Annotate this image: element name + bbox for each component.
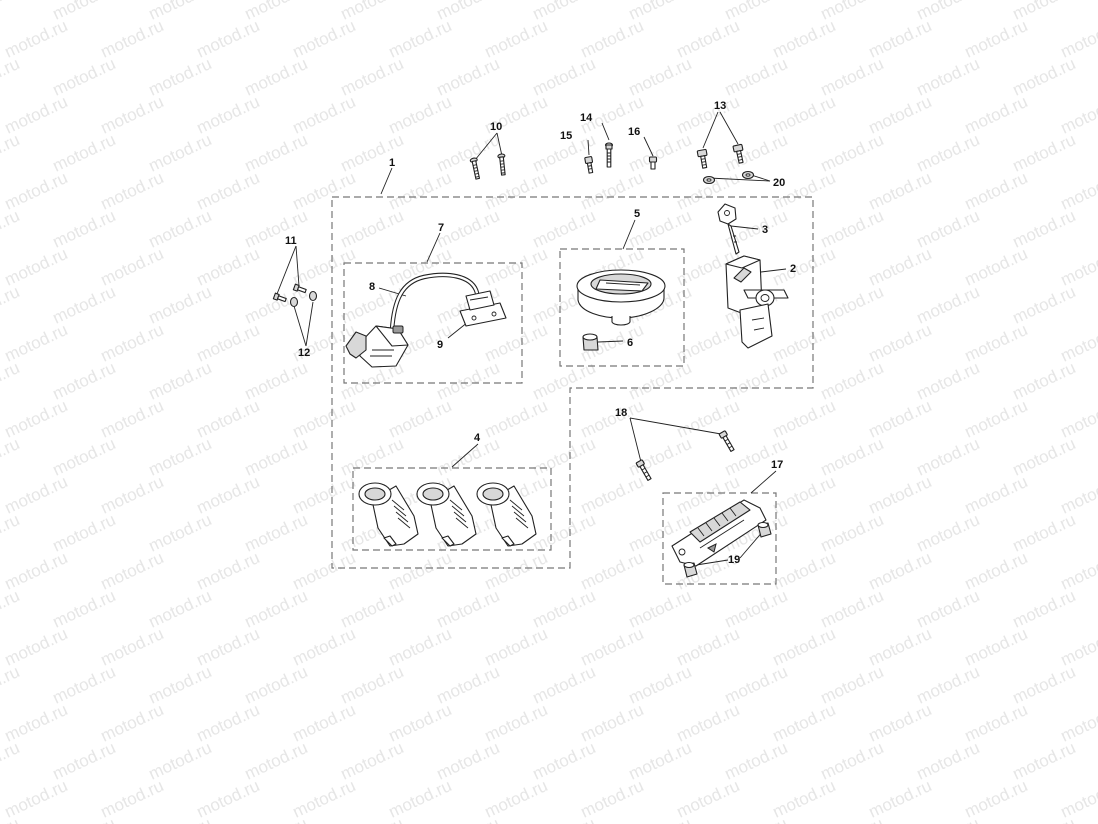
- callout-4: 4: [474, 432, 481, 444]
- screw-16: [648, 156, 658, 170]
- switch-body-8: [345, 325, 409, 368]
- watermark-text: motod.ru: [1058, 472, 1098, 518]
- callout-10: 10: [490, 121, 502, 133]
- group-7-box: [343, 262, 523, 384]
- connector-9: [459, 290, 507, 327]
- callout-6: 6: [627, 337, 633, 349]
- callout-7: 7: [438, 222, 444, 234]
- callout-3: 3: [762, 224, 768, 236]
- watermark-text: motod.ru: [0, 434, 22, 480]
- callout-20: 20: [773, 177, 785, 189]
- watermark-text: motod.ru: [1058, 168, 1098, 214]
- assembly-1-outline: [331, 196, 814, 569]
- watermark-text: motod.ru: [0, 738, 22, 784]
- lock-cylinders-4: [358, 482, 537, 547]
- group-17-box: [662, 492, 777, 585]
- watermark-text: motod.ru: [0, 206, 22, 252]
- watermark-text: motod.ru: [1058, 320, 1098, 366]
- screw-pair-10: [469, 153, 506, 180]
- watermark-text: motod.ru: [1058, 396, 1098, 442]
- watermark-text: motod.ru: [1058, 776, 1098, 822]
- watermark-text: motod.ru: [626, 814, 695, 824]
- screw-14: [604, 142, 614, 168]
- watermark-text: motod.ru: [1058, 624, 1098, 670]
- fuel-cap-5: [576, 269, 666, 326]
- callout-8: 8: [369, 281, 375, 293]
- watermark-text: motod.ru: [1058, 548, 1098, 594]
- key-3: [717, 203, 740, 255]
- callout-1: 1: [389, 157, 395, 169]
- ignition-switch-2: [725, 255, 789, 349]
- watermark-text: motod.ru: [1058, 700, 1098, 746]
- watermark-text: motod.ru: [0, 814, 22, 824]
- watermark-text: motod.ru: [434, 814, 503, 824]
- lock-plate-17: [671, 499, 767, 567]
- watermark-text: motod.ru: [1058, 92, 1098, 138]
- callout-9: 9: [437, 339, 443, 351]
- watermark-text: motod.ru: [338, 814, 407, 824]
- callout-15: 15: [560, 130, 572, 142]
- watermark-text: motod.ru: [530, 814, 599, 824]
- watermark-text: motod.ru: [1058, 244, 1098, 290]
- screw-pair-18: [635, 430, 735, 481]
- callout-19: 19: [728, 554, 740, 566]
- watermark-text: motod.ru: [1058, 16, 1098, 62]
- watermark-text: motod.ru: [0, 130, 22, 176]
- group-5-box: [559, 248, 685, 367]
- watermark-text: motod.ru: [914, 814, 983, 824]
- watermark-text: motod.ru: [818, 814, 887, 824]
- washer-pair-20: [702, 170, 755, 185]
- callout-14: 14: [580, 112, 593, 124]
- callout-17: 17: [771, 459, 783, 471]
- callout-labels: 1 2 3 4 5 6 7 8 9 10 11 12 13 14 15 16 1…: [285, 100, 796, 566]
- watermark-text: motod.ru: [0, 282, 22, 328]
- callout-16: 16: [628, 126, 640, 138]
- watermark-text: motod.ru: [50, 814, 119, 824]
- watermark-text: motod.ru: [1010, 814, 1079, 824]
- group-4-box: [352, 467, 552, 551]
- watermark-text: motod.ru: [0, 358, 22, 404]
- callout-18: 18: [615, 407, 627, 419]
- watermark-text: motod.ru: [0, 510, 22, 556]
- watermark-text: motod.ru: [0, 0, 22, 24]
- watermark-text: motod.ru: [722, 814, 791, 824]
- callout-12: 12: [298, 347, 310, 359]
- watermark-text: motod.ru: [0, 54, 22, 100]
- bolt-pair-13: [696, 143, 744, 169]
- callout-13: 13: [714, 100, 726, 112]
- nut-pair-19: [683, 521, 772, 578]
- rubber-plug-6: [582, 333, 599, 351]
- watermark-text: motod.ru: [146, 814, 215, 824]
- watermark-text: motod.ru: [0, 662, 22, 708]
- leader-lines: [276, 111, 787, 567]
- watermark-text: motod.ru: [0, 586, 22, 632]
- callout-11: 11: [285, 235, 297, 247]
- watermark-text: motod.ru: [242, 814, 311, 824]
- screw-washer-11-12: [272, 283, 318, 308]
- callout-5: 5: [634, 208, 640, 220]
- screw-15: [584, 156, 594, 174]
- callout-2: 2: [790, 263, 796, 275]
